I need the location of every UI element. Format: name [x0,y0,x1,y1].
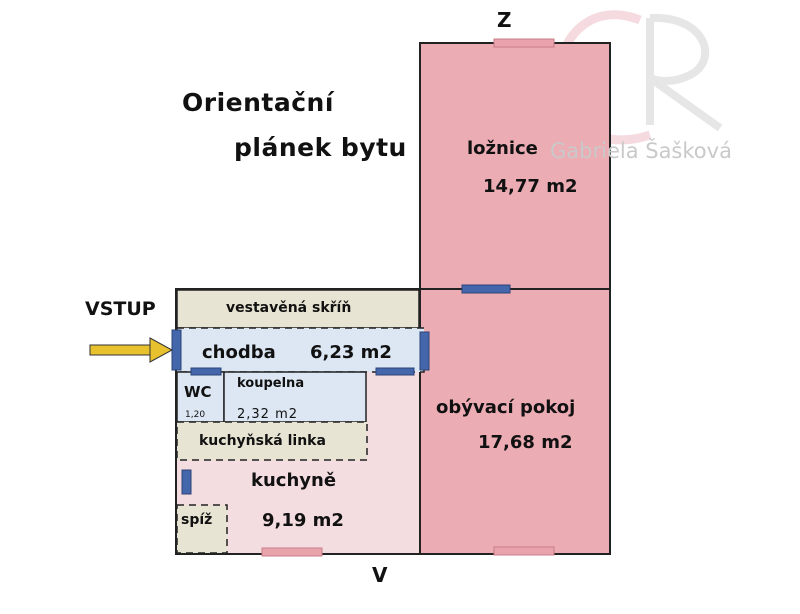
door-living [419,331,430,371]
plan-title-line2: plánek bytu [234,133,407,162]
door-pantry [181,469,192,495]
wardrobe-name: vestavěná skříň [226,300,352,316]
wc-area-value: 1,20 [185,410,206,420]
entrance-arrow-icon [89,337,174,363]
bedroom-area [419,42,611,290]
hallway-name: chodba [202,342,276,363]
living-room-area [419,288,611,555]
bathroom-area [223,371,367,423]
door-wc [190,367,222,376]
wc-name: WC [184,383,212,401]
living-room-area-value: 17,68 m2 [478,432,573,453]
door-entrance [171,329,182,371]
window-south-kitchen [261,547,323,557]
pantry-area [176,504,228,554]
door-bathroom [375,367,415,376]
entrance-label: VSTUP [85,298,156,320]
kitchen-unit-area [176,421,368,461]
window-south-living [493,546,555,556]
compass-south: V [372,563,388,587]
kitchen-name: kuchyně [251,470,337,491]
kitchen-unit-name: kuchyňská linka [199,433,326,449]
window-north [493,38,555,48]
plan-title-line1: Orientační [182,88,334,117]
watermark-text: Gabriela Šašková [550,139,732,163]
bathroom-area-value: 2,32 m2 [237,407,299,422]
pantry-name: spíž [181,512,213,528]
kitchen-area-value: 9,19 m2 [262,510,344,531]
compass-north: Z [497,8,512,32]
wc-area [176,371,225,423]
bedroom-name: ložnice [467,138,538,159]
living-room-name: obývací pokoj [436,397,576,418]
bathroom-name: koupelna [237,376,305,391]
door-bedroom [461,284,511,294]
bedroom-area-value: 14,77 m2 [483,176,578,197]
hallway-area-value: 6,23 m2 [310,342,392,363]
